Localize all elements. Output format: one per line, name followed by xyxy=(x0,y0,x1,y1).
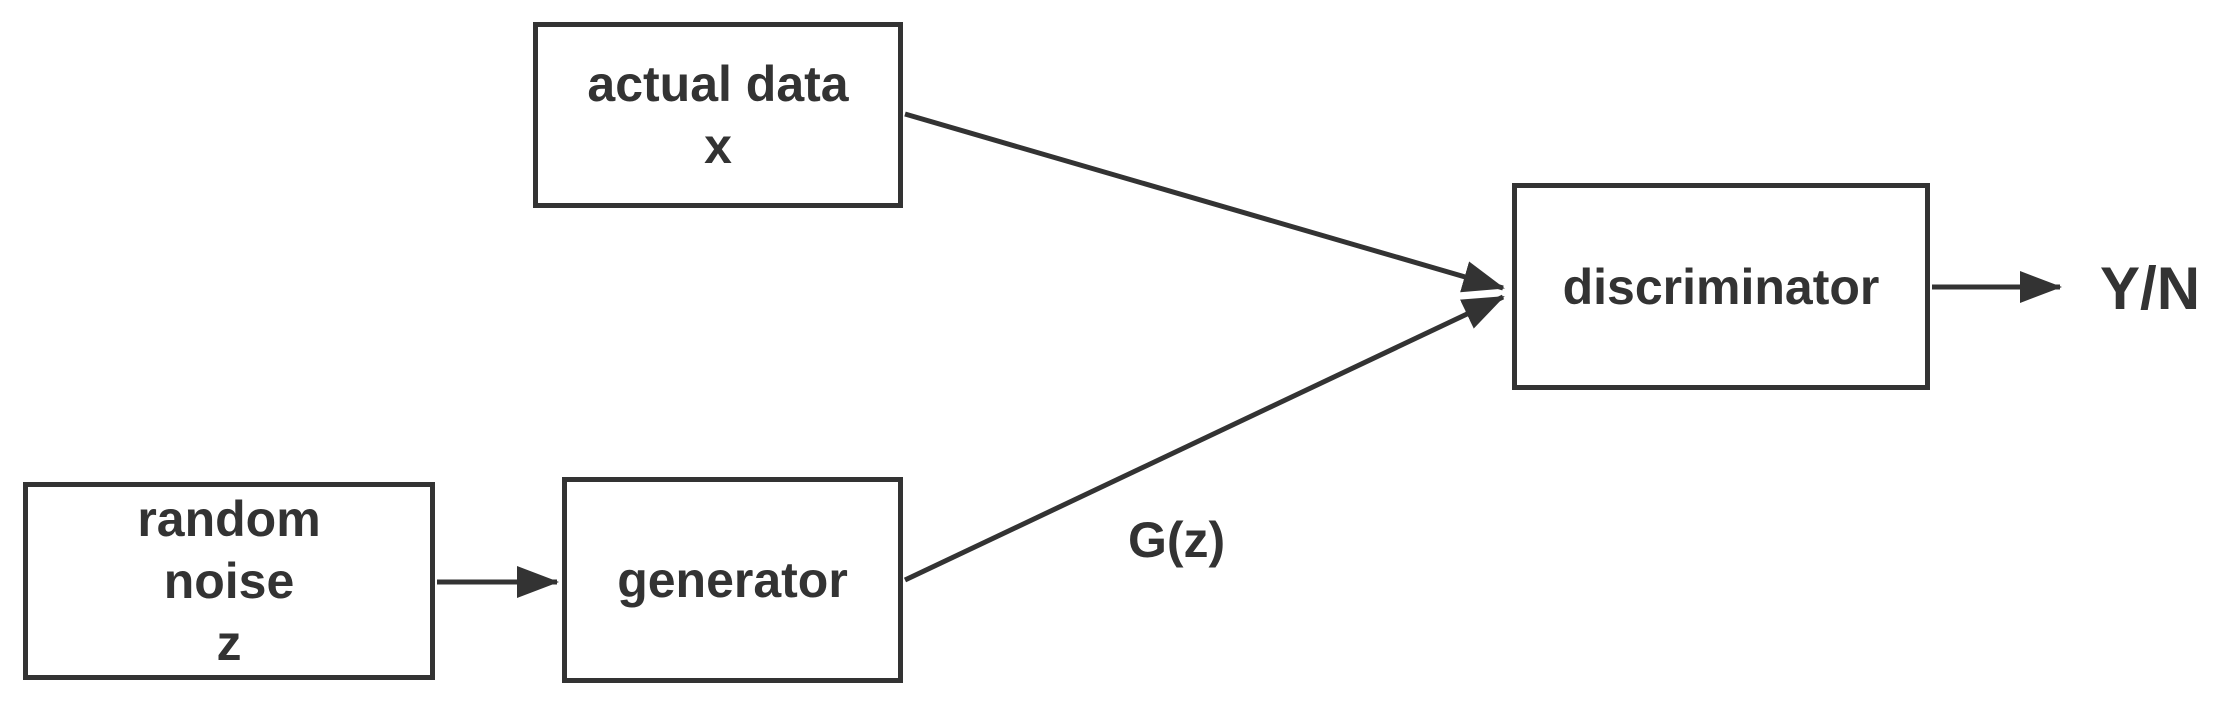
node-generator-label: generator xyxy=(617,552,848,608)
arrow-actual-data-to-discriminator xyxy=(904,111,1505,293)
node-actual-data-label-line1: actual data xyxy=(587,56,849,112)
output-label-yn: Y/N xyxy=(2100,255,2201,322)
node-discriminator-label: discriminator xyxy=(1562,258,1880,315)
node-discriminator: discriminator xyxy=(1512,183,1930,390)
node-actual-data: actual data x xyxy=(533,22,903,208)
node-random-noise-label-line1: random xyxy=(137,491,321,547)
node-random-noise-label-line3: z xyxy=(216,615,242,671)
node-random-noise-label-line2: noise xyxy=(163,553,295,609)
edge-label-gz: G(z) xyxy=(1128,512,1226,568)
node-generator: generator xyxy=(562,477,903,683)
node-actual-data-label-line2: x xyxy=(704,118,732,174)
arrow-generator-to-discriminator xyxy=(903,294,1505,583)
node-random-noise: random noise z xyxy=(23,482,435,680)
